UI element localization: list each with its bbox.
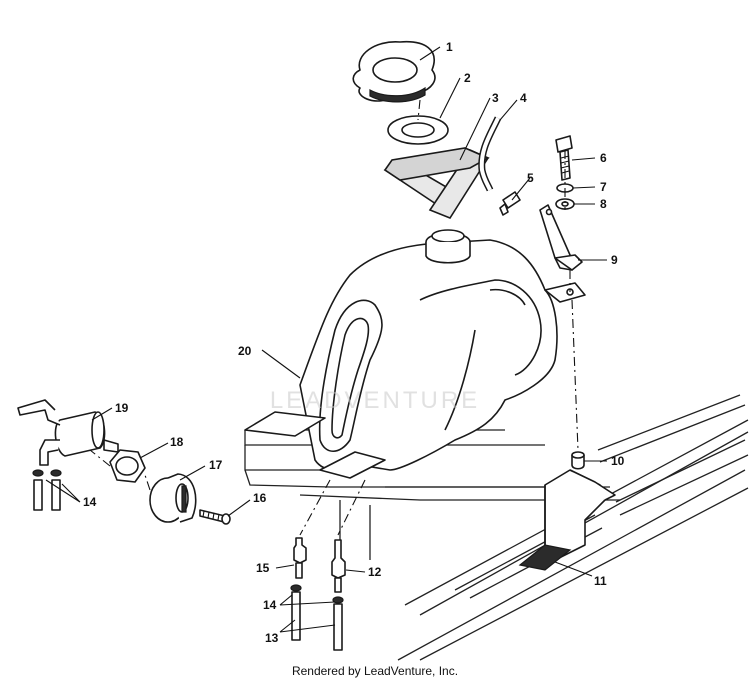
fitting-15 bbox=[293, 537, 307, 579]
callout-1: 1 bbox=[446, 40, 453, 54]
callout-20: 20 bbox=[238, 344, 252, 358]
callout-18: 18 bbox=[170, 435, 184, 449]
callout-19: 19 bbox=[115, 401, 129, 415]
footer-credit: Rendered by LeadVenture, Inc. bbox=[291, 664, 459, 678]
leader-lines bbox=[45, 46, 607, 633]
callouts: 1 2 3 4 5 6 7 8 9 10 11 12 13 14 14 15 1… bbox=[83, 40, 625, 645]
callout-2: 2 bbox=[464, 71, 471, 85]
gasket bbox=[387, 115, 449, 145]
assembly-lines bbox=[89, 99, 579, 536]
fuel-cap bbox=[352, 40, 436, 103]
callout-5: 5 bbox=[527, 171, 534, 185]
callout-14-bottom: 14 bbox=[263, 598, 277, 612]
callout-13: 13 bbox=[265, 631, 279, 645]
fuel-tank bbox=[299, 229, 586, 471]
callout-8: 8 bbox=[600, 197, 607, 211]
bolt bbox=[555, 135, 573, 181]
grommet bbox=[571, 451, 585, 470]
foam-pad bbox=[383, 147, 490, 219]
watermark-text: LEADVENTURE bbox=[270, 387, 480, 414]
vent-hose bbox=[478, 116, 502, 192]
callout-15: 15 bbox=[256, 561, 270, 575]
hex-nut bbox=[109, 449, 146, 483]
callout-3: 3 bbox=[492, 91, 499, 105]
callout-9: 9 bbox=[611, 253, 618, 267]
clamps-bottom bbox=[290, 584, 344, 604]
pad-11 bbox=[518, 544, 572, 571]
screw bbox=[199, 509, 231, 525]
fuel-filter bbox=[17, 399, 119, 466]
fuel-valve bbox=[149, 473, 197, 523]
callout-12: 12 bbox=[368, 565, 382, 579]
callout-16: 16 bbox=[253, 491, 267, 505]
callout-10: 10 bbox=[611, 454, 625, 468]
callout-11: 11 bbox=[594, 574, 607, 588]
callout-14-left: 14 bbox=[83, 495, 97, 509]
callout-4: 4 bbox=[520, 91, 527, 105]
callout-17: 17 bbox=[209, 458, 223, 472]
callout-7: 7 bbox=[600, 180, 607, 194]
vent-fitting bbox=[499, 191, 521, 216]
tank-feet bbox=[244, 411, 386, 479]
clamps-left bbox=[32, 469, 62, 511]
fitting-12 bbox=[331, 539, 346, 593]
callout-6: 6 bbox=[600, 151, 607, 165]
tank-bracket bbox=[539, 204, 583, 271]
